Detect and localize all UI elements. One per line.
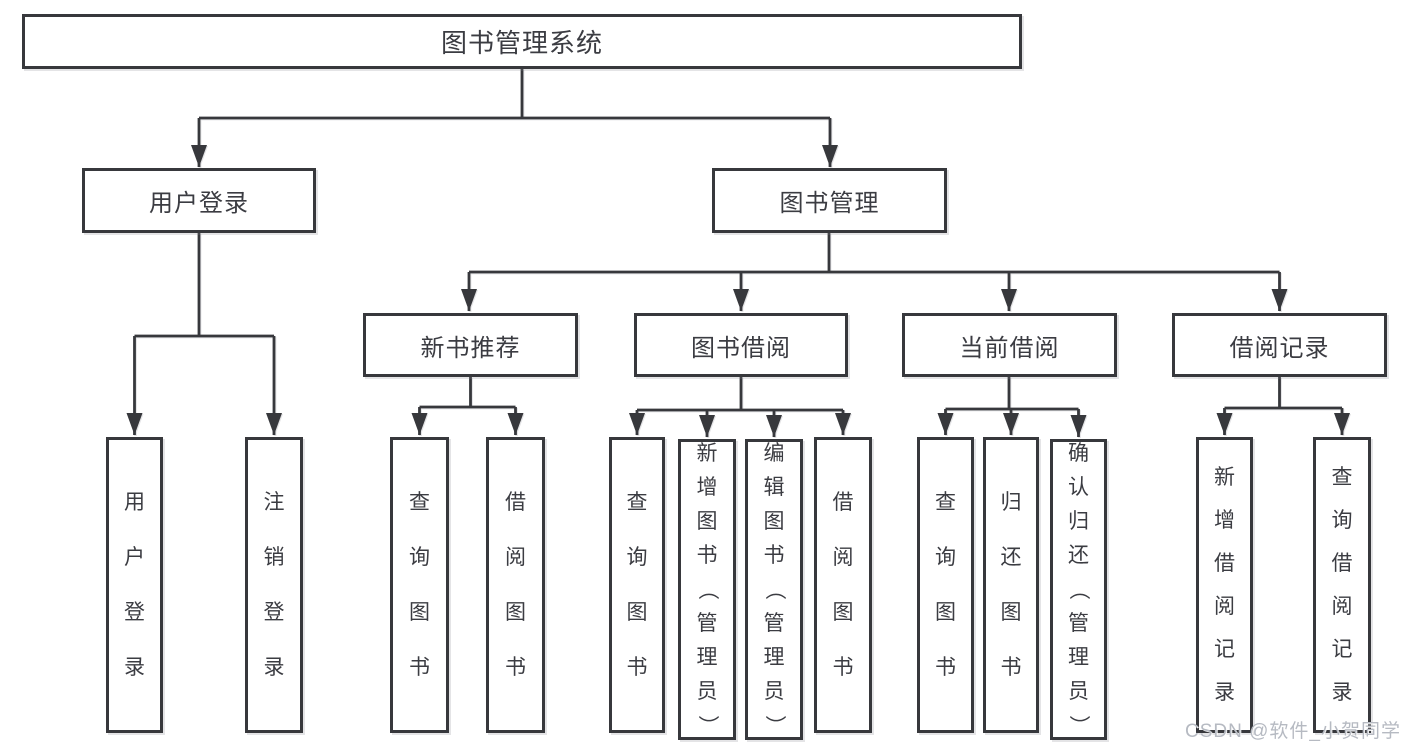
node-leaf-query-borrow-record-label: 查询借阅记录 [1331,466,1353,704]
node-book-management-label: 图书管理 [779,190,880,217]
node-leaf-borrow-query-books: 查询图书 [609,437,665,733]
node-current-borrow-label: 当前借阅 [959,334,1060,362]
node-user-login: 用户登录 [82,168,316,233]
node-leaf-query-borrow-record: 查询借阅记录 [1313,437,1371,733]
node-leaf-edit-books-admin-label: 编辑图书（管理员） [762,442,786,736]
node-leaf-borrow-query-books-label: 查询图书 [626,491,648,679]
node-leaf-logout-label: 注销登录 [263,491,285,679]
node-leaf-user-login: 用户登录 [106,437,163,733]
node-leaf-borrow-books-label: 借阅图书 [832,491,854,679]
node-leaf-user-login-label: 用户登录 [124,491,145,679]
node-leaf-return-books: 归还图书 [983,437,1039,733]
node-leaf-recommend-query-books: 查询图书 [390,437,449,733]
node-borrow-records-label: 借阅记录 [1229,334,1330,362]
node-leaf-add-books-admin-label: 新增图书（管理员） [695,442,719,736]
node-leaf-add-borrow-record: 新增借阅记录 [1196,437,1253,733]
node-leaf-edit-books-admin: 编辑图书（管理员） [745,439,803,740]
watermark: CSDN @软件_小贺同学 [1185,721,1401,742]
node-new-book-recommend-label: 新书推荐 [420,334,521,362]
node-new-book-recommend: 新书推荐 [363,313,578,377]
node-system-root: 图书管理系统 [22,14,1022,69]
node-leaf-recommend-borrow-books: 借阅图书 [486,437,545,733]
node-leaf-logout: 注销登录 [245,437,303,733]
node-user-login-label: 用户登录 [149,190,249,217]
node-book-borrow: 图书借阅 [634,313,848,377]
node-leaf-recommend-query-books-label: 查询图书 [409,491,430,679]
node-system-root-label: 图书管理系统 [440,28,603,58]
node-leaf-current-query-books: 查询图书 [917,437,974,733]
node-leaf-confirm-return-admin: 确认归还（管理员） [1050,439,1107,740]
node-leaf-return-books-label: 归还图书 [1000,491,1022,679]
node-leaf-add-borrow-record-label: 新增借阅记录 [1214,466,1235,704]
node-book-management: 图书管理 [712,168,947,233]
node-leaf-confirm-return-admin-label: 确认归还（管理员） [1067,442,1090,736]
node-leaf-add-books-admin: 新增图书（管理员） [678,439,736,740]
node-leaf-recommend-borrow-books-label: 借阅图书 [505,491,526,679]
node-leaf-current-query-books-label: 查询图书 [935,491,956,679]
node-borrow-records: 借阅记录 [1172,313,1387,377]
node-current-borrow: 当前借阅 [902,313,1117,377]
node-book-borrow-label: 图书借阅 [691,334,791,362]
node-leaf-borrow-books: 借阅图书 [814,437,872,733]
